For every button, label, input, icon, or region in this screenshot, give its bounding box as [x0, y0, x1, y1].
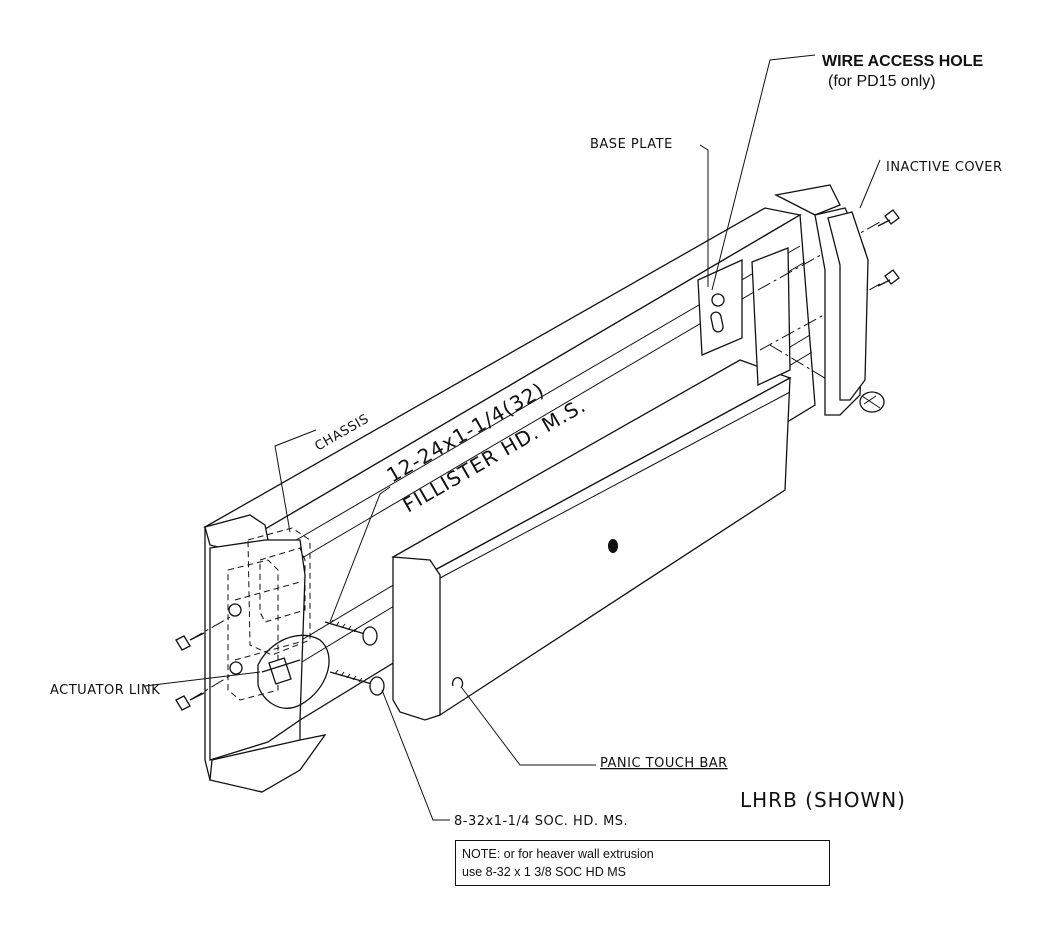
chassis-assembly — [204, 514, 330, 793]
cover-screw-middle — [877, 269, 900, 287]
note-line-2: use 8-32 x 1 3/8 SOC HD MS — [462, 865, 626, 879]
left-mounting-screws — [175, 615, 234, 711]
inactive-cover-label: INACTIVE COVER — [886, 160, 1003, 175]
soc-screw-label: 8-32x1-1/4 SOC. HD. MS. — [454, 814, 628, 829]
panic-touch-bar-label: PANIC TOUCH BAR — [600, 756, 728, 771]
note-line-1: NOTE: or for heaver wall extrusion — [462, 847, 654, 861]
left-screw-top — [175, 615, 233, 651]
wire-access-hole-sublabel: (for PD15 only) — [828, 73, 936, 90]
leader-lines — [144, 54, 881, 821]
base-plate-label: BASE PLATE — [590, 137, 673, 152]
fillister-screw-lower — [329, 669, 385, 696]
left-screw-bottom — [175, 673, 234, 711]
note-box: NOTE: or for heaver wall extrusion use 8… — [455, 840, 830, 886]
panic-touch-bar — [391, 359, 792, 721]
actuator-link-label: ACTUATOR LINK — [50, 683, 160, 698]
hand-of-door-label: LHRB (SHOWN) — [740, 788, 906, 812]
end-thumb-screw — [859, 391, 885, 413]
fillister-screws — [324, 619, 385, 696]
base-plate — [697, 258, 743, 356]
wire-access-hole-label: WIRE ACCESS HOLE — [822, 53, 984, 70]
fillister-screw-upper — [324, 619, 378, 646]
inactive-cover — [774, 184, 869, 416]
cover-screw-top — [877, 209, 900, 227]
